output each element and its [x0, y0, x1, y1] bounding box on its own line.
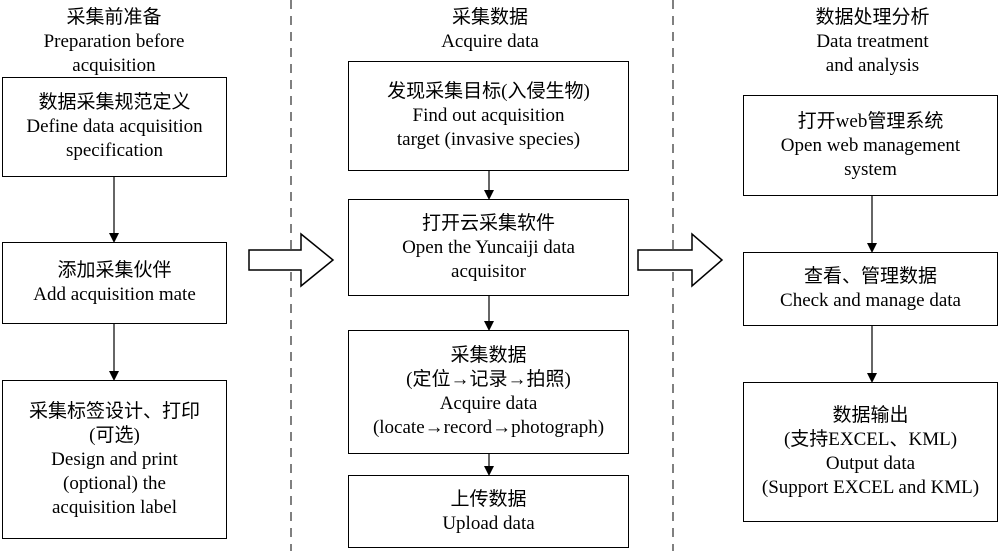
step-text: (定位→记录→拍照)	[406, 369, 571, 390]
step-text: 添加采集伙伴	[57, 260, 172, 281]
column-heading-preparation: 采集前准备 Preparation before acquisition	[0, 6, 228, 78]
step-acquire-data: 采集数据 (定位→记录→拍照) Acquire data (locate→rec…	[348, 330, 629, 454]
heading-line: acquisition	[72, 55, 156, 76]
step-text: Define data acquisition	[26, 116, 203, 137]
step-output-data: 数据输出 (支持EXCEL、KML) Output data (Support …	[743, 382, 998, 522]
step-find-target: 发现采集目标(入侵生物) Find out acquisition target…	[348, 61, 629, 171]
step-text: Open web management	[780, 134, 961, 156]
step-text: (optional) the	[63, 472, 166, 494]
heading-line: Acquire data	[441, 31, 539, 52]
step-text: Find out acquisition	[412, 105, 565, 126]
step-check-manage: 查看、管理数据 Check and manage data	[743, 252, 998, 326]
heading-line: Preparation before	[43, 31, 185, 52]
step-text: target (invasive species)	[396, 129, 581, 150]
step-open-software: 打开云采集软件 Open the Yuncaiji data acquisito…	[348, 199, 629, 296]
step-text: Acquire data	[439, 393, 538, 414]
step-text: 数据输出	[832, 405, 909, 426]
step-define-specification: 数据采集规范定义 Define data acquisition specifi…	[2, 77, 227, 177]
step-text: 上传数据	[450, 488, 527, 510]
stage-arrow	[637, 232, 724, 288]
column-heading-treatment: 数据处理分析 Data treatment and analysis	[745, 6, 1000, 78]
step-text: 查看、管理数据	[803, 266, 937, 287]
heading-line: 采集数据	[451, 7, 528, 28]
step-text: acquisitor	[451, 260, 526, 282]
step-add-mate: 添加采集伙伴 Add acquisition mate	[2, 242, 227, 324]
step-text: (支持EXCEL、KML)	[783, 429, 958, 450]
step-text: 打开web管理系统	[797, 110, 944, 132]
step-text: Check and manage data	[780, 290, 961, 311]
step-upload-data: 上传数据 Upload data	[348, 475, 629, 548]
step-text: (locate→record→photograph)	[372, 417, 605, 438]
step-text: (Support EXCEL and KML)	[761, 477, 980, 498]
step-design-label: 采集标签设计、打印 (可选) Design and print (optiona…	[2, 380, 227, 539]
step-text: specification	[65, 140, 164, 161]
step-text: 数据采集规范定义	[38, 92, 191, 113]
step-text: 打开云采集软件	[421, 212, 555, 234]
step-text: Open the Yuncaiji data	[402, 236, 575, 258]
heading-line: and analysis	[825, 55, 920, 76]
column-heading-acquire: 采集数据 Acquire data	[340, 6, 640, 54]
step-text: 采集标签设计、打印	[28, 400, 200, 422]
step-text: 发现采集目标(入侵生物)	[387, 81, 590, 102]
heading-line: Data treatment	[816, 31, 929, 52]
step-text: Design and print	[51, 448, 178, 470]
step-text: Upload data	[442, 512, 535, 534]
step-text: Output data	[825, 453, 916, 474]
step-text: (可选)	[89, 424, 140, 446]
step-open-web-system: 打开web管理系统 Open web management system	[743, 95, 998, 196]
step-text: Add acquisition mate	[33, 284, 196, 305]
stage-arrow	[248, 232, 335, 288]
step-text: 采集数据	[450, 345, 527, 366]
heading-line: 采集前准备	[66, 7, 162, 28]
heading-line: 数据处理分析	[815, 7, 930, 28]
step-text: system	[844, 158, 897, 180]
step-text: acquisition label	[51, 496, 178, 518]
